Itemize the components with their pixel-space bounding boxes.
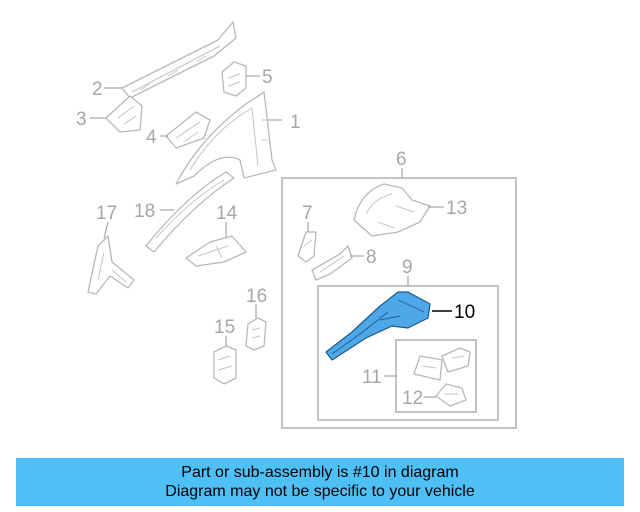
callout-14: 14	[216, 203, 238, 224]
part-18-rail	[145, 171, 235, 253]
callout-1: 1	[290, 112, 301, 133]
part-11-pieces	[413, 347, 471, 381]
banner-line-2: Diagram may not be specific to your vehi…	[165, 483, 475, 500]
part-7-bracket	[297, 231, 317, 263]
part-13-wheelhouse	[353, 183, 431, 237]
part-15-bracket	[213, 345, 237, 385]
callout-13: 13	[446, 198, 467, 219]
callout-3: 3	[76, 109, 87, 130]
callout-11: 11	[362, 367, 382, 388]
part-3-bracket	[105, 95, 143, 133]
part-17-reinforcement	[87, 235, 135, 295]
callout-17: 17	[96, 203, 117, 224]
callout-2: 2	[92, 79, 103, 100]
leader-17	[103, 221, 109, 239]
part-2-upper-rail	[121, 21, 237, 99]
info-banner: Part or sub-assembly is #10 in diagram D…	[16, 458, 624, 506]
callout-10: 10	[454, 302, 475, 323]
callout-7: 7	[302, 203, 313, 224]
part-10-rail-highlighted	[325, 291, 431, 361]
callout-12: 12	[402, 388, 423, 409]
parts-diagram: 1 2 3 4 5 6 7 8 9 10 11 12 13 14 15 16 1…	[76, 21, 517, 429]
part-16-plate	[245, 317, 267, 351]
part-14-extension	[185, 235, 247, 267]
callout-16: 16	[246, 286, 267, 307]
callout-8: 8	[366, 247, 377, 268]
part-12-piece	[435, 383, 467, 407]
callout-5: 5	[262, 67, 273, 88]
callout-15: 15	[214, 317, 235, 338]
callout-18: 18	[134, 201, 155, 222]
callout-6: 6	[396, 149, 407, 170]
callout-9: 9	[402, 257, 413, 278]
banner-line-1: Part or sub-assembly is #10 in diagram	[181, 464, 459, 481]
part-5-bracket	[221, 61, 247, 97]
callout-4: 4	[146, 127, 157, 148]
part-8-member	[311, 245, 353, 281]
part-1-quarter-inner	[175, 91, 277, 185]
part-4-bracket	[165, 111, 211, 149]
group-6-box	[281, 177, 517, 429]
